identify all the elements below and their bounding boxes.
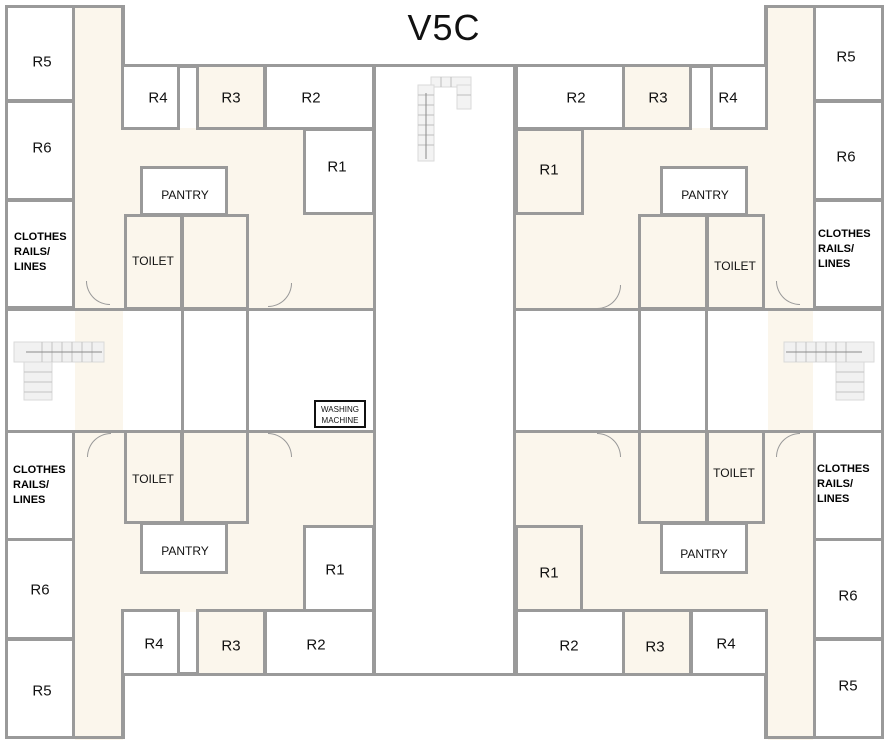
shower [638, 430, 708, 524]
room-label: R3 [648, 89, 668, 107]
room-label: R2 [306, 636, 326, 654]
wall [121, 672, 125, 739]
room-label: R2 [566, 89, 586, 107]
room-r4 [710, 64, 768, 130]
room-label: R5 [32, 53, 52, 71]
room-r5 [813, 638, 884, 739]
clothes-label: CLOTHES RAILS/ LINES [14, 231, 67, 273]
corridor-top-left [75, 5, 123, 740]
room-label: R2 [301, 89, 321, 107]
room-label: R3 [645, 638, 665, 656]
toilet [706, 214, 765, 310]
pantry [140, 522, 228, 574]
clothes-label: CLOTHES RAILS/ LINES [817, 463, 870, 505]
washing-label: MACHINE [321, 416, 359, 425]
room-label: R1 [539, 564, 559, 582]
room-r5 [813, 5, 884, 102]
room-r6 [813, 100, 884, 201]
toilet [124, 430, 183, 524]
room-label: R6 [30, 581, 50, 599]
room-r5 [5, 638, 75, 739]
room-r3 [196, 64, 266, 130]
room-label: R6 [836, 148, 856, 166]
room-label: R4 [716, 635, 736, 653]
wall [881, 5, 884, 738]
pantry [660, 522, 748, 574]
room-r4 [690, 609, 768, 676]
shower [638, 214, 708, 310]
wall [373, 673, 516, 676]
room-r2 [264, 64, 375, 130]
room-label: R1 [325, 561, 345, 579]
room-r1 [515, 128, 584, 215]
staircase-icon [417, 76, 472, 162]
toilet [706, 430, 765, 524]
room-label: R1 [539, 161, 559, 179]
room-r2 [264, 609, 375, 676]
room-r6 [5, 100, 75, 201]
room-r4 [121, 64, 180, 130]
room-label: R1 [327, 158, 347, 176]
toilet-label: TOILET [713, 466, 755, 480]
pantry-label: PANTRY [161, 544, 209, 558]
room-label: R3 [221, 637, 241, 655]
wall [638, 308, 641, 433]
wall [764, 672, 768, 739]
wall [5, 5, 8, 738]
room-label: R5 [32, 682, 52, 700]
washing-machine: WASHING MACHINE [314, 400, 366, 428]
pantry-label: PANTRY [681, 188, 729, 202]
room-label: R5 [836, 48, 856, 66]
clothes-area [813, 199, 884, 309]
wall [705, 308, 708, 433]
wall [764, 5, 768, 67]
staircase-icon [783, 341, 875, 401]
pantry-label: PANTRY [680, 547, 728, 561]
staircase-icon [13, 341, 105, 401]
page-title: V5C [407, 7, 481, 48]
room-r4 [121, 609, 180, 676]
toilet-label: TOILET [132, 472, 174, 486]
toilet-label: TOILET [714, 259, 756, 273]
room-label: R2 [559, 637, 579, 655]
clothes-area [813, 430, 884, 541]
shower [181, 430, 249, 524]
room-label: R3 [221, 89, 241, 107]
wall [513, 64, 516, 676]
wall [121, 5, 125, 67]
room-label: R6 [838, 587, 858, 605]
room-label: R4 [718, 89, 738, 107]
toilet [124, 214, 183, 310]
room-r1 [303, 128, 375, 215]
wall [373, 64, 376, 676]
room-label: R5 [838, 677, 858, 695]
clothes-area [5, 430, 75, 541]
room-label: R4 [144, 635, 164, 653]
room-r5 [5, 5, 75, 102]
room-r1 [515, 525, 583, 612]
room-label: R4 [148, 89, 168, 107]
clothes-area [5, 199, 75, 309]
room-r3 [622, 64, 692, 130]
room-label: R6 [32, 139, 52, 157]
washing-label: WASHING [321, 405, 359, 414]
room-r2 [515, 64, 625, 130]
clothes-label: CLOTHES RAILS/ LINES [13, 464, 66, 506]
wall [373, 64, 516, 67]
shower [181, 214, 249, 310]
corridor-right [768, 5, 813, 740]
wall [181, 308, 184, 433]
toilet-label: TOILET [132, 254, 174, 268]
pantry-label: PANTRY [161, 188, 209, 202]
clothes-label: CLOTHES RAILS/ LINES [818, 228, 871, 270]
wall [246, 308, 249, 433]
